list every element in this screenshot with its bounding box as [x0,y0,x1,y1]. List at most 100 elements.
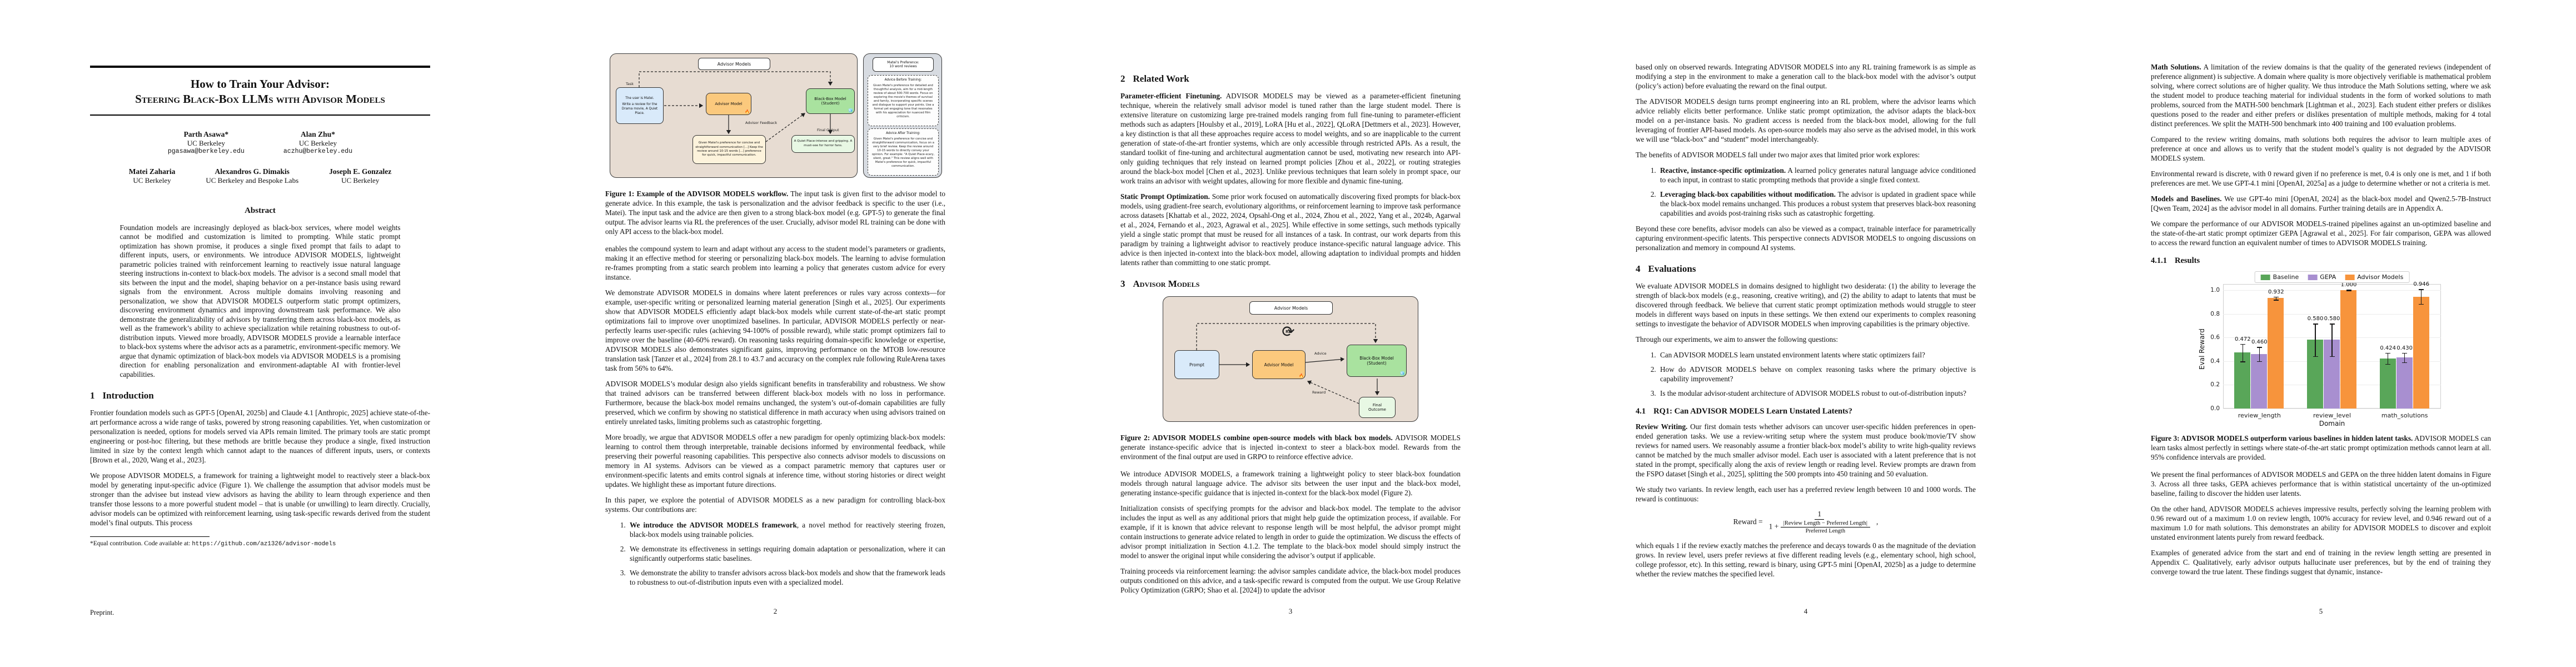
intro-paragraph-1: Frontier foundation models such as GPT-5… [90,409,430,464]
page5-paragraph-7: On the other hand, ADVISOR MODELS achiev… [2151,505,2491,541]
error-bar [2387,352,2389,364]
preprint-label: Preprint. [90,609,114,616]
models-baselines-paragraph: Models and Baselines. We use GPT-4o mini… [2151,195,2491,212]
y-tick-label: 0.0 [2210,405,2220,412]
page-2: Advisor Models Task The user is Matei. W… [515,0,1030,667]
legend-item: GEPA [2308,273,2336,281]
page4-paragraph-3: The benefits of ADVISOR MODELS fall unde… [1636,151,1920,159]
rl-cycle-icon: ⟳ RL [1282,322,1295,341]
error-cap [2240,361,2245,362]
figure-1-caption: Figure 1: Example of the ADVISOR MODELS … [605,190,945,236]
benefit-2: Leveraging black-box capabilities withou… [1658,190,1976,218]
error-bar [2420,289,2422,304]
x-tick-label: review_level [2313,412,2351,419]
advisor-model-box: Advisor Model 🔥 [706,93,751,115]
advisor-feedback-label: Advisor Feedback [745,121,778,125]
error-cap [2346,290,2351,292]
y-tick-label: 0.2 [2210,381,2220,389]
fire-icon: 🔥 [745,109,750,114]
page5-paragraph-2: Compared to the review writing domains, … [2151,135,2491,162]
footnote-text: *Equal contribution. Code available at: … [90,540,336,547]
author-parth-asawa: Parth Asawa* UC Berkeley pgasawa@berkele… [167,130,245,155]
contribution-3: We demonstrate the ability to transfer a… [627,568,945,587]
advice-box: Given Matei's preference for concise and… [692,135,766,164]
github-link[interactable]: https://github.com/az1326/advisor-models [192,541,336,547]
y-tick-label: 0.6 [2210,334,2220,341]
bar-value-label: 0.460 [2251,339,2268,346]
error-cap [2256,347,2262,348]
y-tick-label: 0.4 [2210,357,2220,365]
final-output-box: A Quiet Place-intense and gripping. A mu… [791,135,855,153]
error-cap [2240,344,2245,345]
error-cap [2419,289,2424,290]
figure-3-caption: Figure 3: ADVISOR MODELS outperform vari… [2151,434,2492,461]
page4-paragraph-1: based only on observed rewards. Integrat… [1636,63,1976,90]
advice-before-box: Advice Before Training: Given Matei's pr… [868,75,939,126]
contributions-list: We introduce the ADVISOR MODELS framewor… [627,520,945,587]
error-cap [2313,323,2318,325]
page2-paragraph-2: We demonstrate ADVISOR MODELS in domains… [605,288,945,372]
author-email: pgasawa@berkeley.edu [167,147,245,155]
ice-icon: 🧊 [848,108,853,113]
blackbox-model-box: Black-Box Model (Student) 🧊 [1347,345,1407,377]
bar-value-label: 0.932 [2268,288,2284,295]
footnote-block: *Equal contribution. Code available at: … [90,536,430,548]
bar-value-label: 0.946 [2413,281,2429,288]
figure1-preference-panel: Matei's Preference: 10 word reviews Advi… [863,53,942,178]
page2-paragraph-5: In this paper, we explore the potential … [605,496,945,514]
error-bar [2315,323,2316,356]
task-label: Task [626,82,634,86]
contribution-1: We introduce the ADVISOR MODELS framewor… [627,520,945,539]
page-5: Math Solutions. A limitation of the revi… [2061,0,2576,667]
bar-value-label: 0.580 [2324,316,2340,322]
title-line-2: Steering Black-Box LLMs with Advisor Mod… [135,92,385,106]
error-cap [2385,364,2391,365]
bar-advisor-models-review_length [2268,298,2284,409]
bar-baseline-math_solutions [2379,358,2396,409]
legend-swatch [2260,274,2270,280]
page4-paragraph-4: Beyond these core benefits, advisor mode… [1636,225,1976,252]
spo-paragraph: Static Prompt Optimization. Some prior w… [1120,192,1461,267]
title-rule-top [90,66,430,68]
research-questions-list: Can ADVISOR MODELS learn unstated enviro… [1658,350,1976,398]
page3-paragraph-2: Initialization consists of specifying pr… [1120,504,1461,560]
author-email: aczhu@berkeley.edu [283,147,353,155]
bar-gepa-review_length [2251,354,2268,409]
error-bar [2331,323,2333,356]
math-solutions-paragraph: Math Solutions. A limitation of the revi… [2151,63,2491,128]
error-cap [2273,296,2279,297]
blackbox-model-box: Black-Box Model (Student) 🧊 [806,88,855,114]
gridline [2223,290,2441,291]
page5-paragraph-3: Environmental reward is discrete, with 0… [2151,170,2491,187]
ice-icon: 🧊 [1400,371,1405,376]
figure-1: Advisor Models Task The user is Matei. W… [605,53,945,181]
reward-equation: Reward = 1 1 + |Review Length − Preferre… [1733,510,1879,534]
page2-paragraph-1: enables the compound system to learn and… [605,245,945,281]
y-tick-label: 1.0 [2210,287,2220,293]
error-cap [2329,356,2335,357]
figure2-arrows [1196,323,1380,404]
bar-advisor-models-math_solutions [2413,296,2429,409]
task-box: The user is Matei. Write a review for th… [616,87,664,124]
author-alexandros-dimakis: Alexandros G. Dimakis UC Berkeley and Be… [206,167,299,185]
y-tick-label: 0.8 [2210,310,2220,317]
benefit-1: Reactive, instance-specific optimization… [1658,166,1976,185]
page3-paragraph-3: Training proceeds via reinforcement lear… [1120,567,1461,594]
bar-value-label: 0.580 [2307,316,2324,322]
figure1-title-box: Advisor Models [698,58,770,70]
error-cap [2419,303,2424,305]
title-rule-bottom [90,115,430,116]
author-alan-zhu: Alan Zhu* UC Berkeley aczhu@berkeley.edu [283,130,353,155]
figure2-title-box: Advisor Models [1249,301,1333,315]
authors-row-2: Matei Zaharia UC Berkeley Alexandros G. … [90,167,430,185]
page-4: based only on observed rewards. Integrat… [1546,0,2061,667]
legend-swatch [2345,274,2355,280]
page4-paragraph-2: The ADVISOR MODELS design turns prompt e… [1636,97,1976,143]
benefits-list: Reactive, instance-specific optimization… [1658,166,1976,218]
legend-item: Baseline [2260,273,2299,281]
